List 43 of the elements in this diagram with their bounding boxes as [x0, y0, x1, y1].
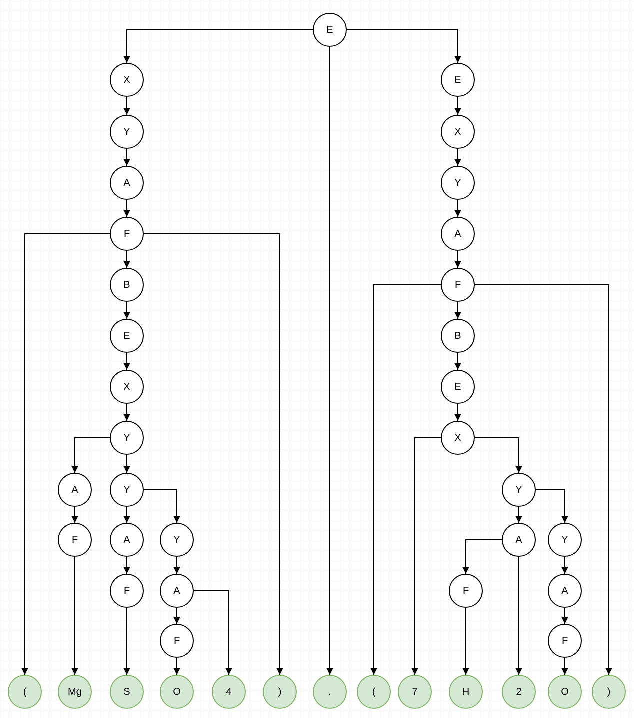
arrow — [562, 556, 568, 574]
arrow — [562, 608, 568, 624]
arrow — [516, 556, 522, 676]
arrow — [22, 234, 110, 676]
arrow — [124, 608, 130, 676]
arrow — [474, 438, 522, 474]
arrow — [462, 540, 502, 574]
arrow — [124, 302, 130, 320]
arrow — [124, 506, 130, 524]
arrow — [562, 658, 568, 676]
arrow — [454, 352, 462, 370]
arrow — [72, 506, 78, 524]
arrow — [454, 96, 462, 116]
arrow — [412, 438, 442, 676]
arrow — [174, 556, 180, 574]
arrow — [462, 608, 470, 676]
arrow — [536, 490, 568, 524]
arrow — [454, 404, 462, 422]
arrow — [124, 250, 130, 268]
arrow — [326, 46, 334, 676]
arrow — [144, 234, 284, 676]
arrow — [454, 200, 462, 218]
arrow — [474, 284, 612, 676]
arrow — [124, 148, 130, 166]
arrow — [174, 608, 180, 624]
arrow — [124, 404, 130, 422]
arrow — [454, 148, 462, 166]
arrow — [124, 96, 130, 116]
arrow — [124, 30, 314, 64]
arrow — [370, 284, 442, 676]
arrow — [124, 200, 130, 218]
arrow — [174, 658, 180, 676]
arrow — [516, 506, 522, 524]
arrow — [454, 250, 462, 268]
arrow — [144, 490, 180, 524]
arrow — [72, 556, 78, 676]
arrow — [124, 352, 130, 370]
arrow — [454, 302, 462, 320]
arrow — [124, 454, 130, 474]
arrow — [124, 556, 130, 574]
arrow — [194, 590, 232, 676]
arrow — [72, 438, 110, 474]
arrow — [346, 30, 462, 64]
